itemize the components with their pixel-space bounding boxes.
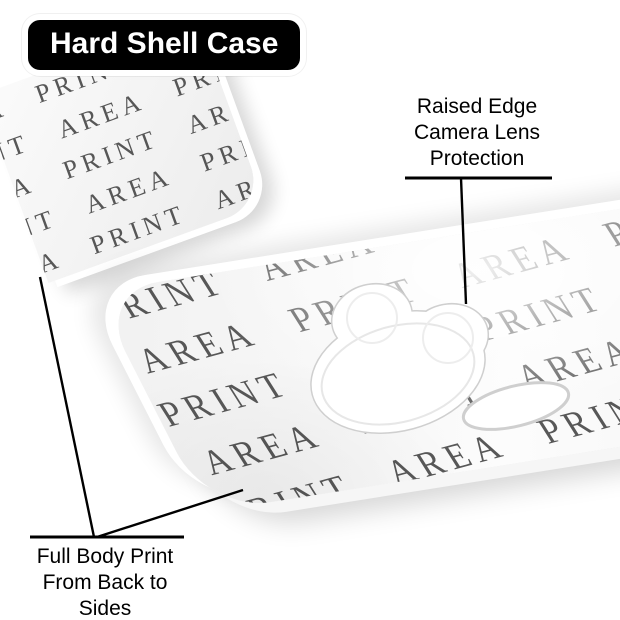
title-badge: Hard Shell Case <box>22 14 307 76</box>
full-body-leader-line-left <box>38 276 96 538</box>
camera-annotation-line3: Protection <box>429 147 525 170</box>
camera-annotation: Raised Edge Camera Lens Protection <box>382 94 572 172</box>
camera-annotation-line1: Raised Edge <box>416 95 538 118</box>
full-body-annotation-line2: From Back to <box>42 571 168 594</box>
camera-annotation-line2: Camera Lens <box>413 121 541 144</box>
full-body-annotation-line3: Sides <box>78 597 132 620</box>
title-badge-label: Hard Shell Case <box>50 27 279 60</box>
full-body-print-annotation: Full Body Print From Back to Sides <box>15 544 195 620</box>
full-body-annotation-line1: Full Body Print <box>36 545 174 568</box>
